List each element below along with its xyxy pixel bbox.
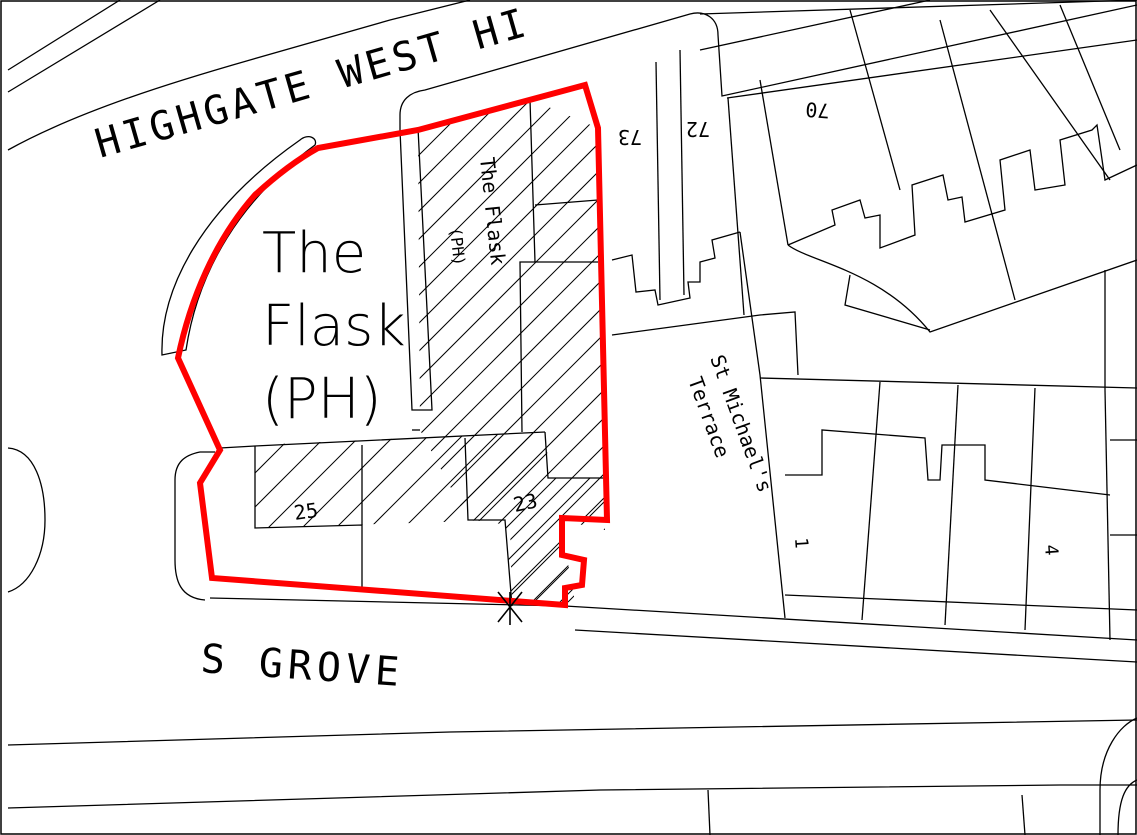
survey-cross-marker bbox=[497, 591, 523, 625]
north-block bbox=[399, 4, 1137, 376]
house-number-23: 23 bbox=[511, 488, 540, 516]
st-michaels-terrace-block bbox=[739, 231, 1137, 641]
house-number-25: 25 bbox=[292, 498, 319, 525]
hatch-line bbox=[418, 100, 513, 604]
site-boundary bbox=[174, 81, 611, 609]
hatch-line bbox=[418, 100, 605, 604]
hatch-line bbox=[418, 100, 605, 604]
hatched-23-25 bbox=[40, 420, 605, 620]
hatch-line bbox=[418, 100, 605, 604]
hatch-line bbox=[418, 100, 605, 604]
hatch-line bbox=[457, 100, 605, 604]
hatch-line bbox=[255, 432, 309, 606]
hatch-line bbox=[485, 100, 605, 604]
house-number-72: 72 bbox=[686, 117, 710, 141]
pub-label-line1: The bbox=[262, 221, 366, 286]
house-number-4: 4 bbox=[1040, 544, 1062, 556]
hatch-line bbox=[255, 432, 343, 606]
hatch-line bbox=[418, 100, 605, 604]
hatch-line bbox=[418, 100, 541, 604]
hatch-line bbox=[418, 100, 605, 604]
hatch-line bbox=[255, 432, 377, 606]
hatch-line bbox=[418, 100, 605, 604]
hatch-line bbox=[255, 432, 411, 606]
hatch-line bbox=[418, 100, 485, 604]
hatch-line bbox=[418, 100, 605, 604]
hatched-building-label-line2: (PH) bbox=[446, 226, 469, 266]
highgate-west-hill-road bbox=[7, 0, 1137, 151]
south-grove-label: S GROVE bbox=[199, 636, 405, 696]
hatch-line bbox=[429, 100, 605, 604]
hatch-line bbox=[379, 432, 581, 606]
house-number-70: 70 bbox=[805, 97, 831, 123]
hatch-line bbox=[513, 100, 605, 604]
hatch-line bbox=[515, 432, 605, 606]
hatch-line bbox=[418, 100, 597, 604]
south-grove-road bbox=[7, 451, 1137, 835]
left-kerb bbox=[7, 136, 317, 593]
hatch-line bbox=[418, 100, 605, 604]
hatch-line bbox=[255, 432, 275, 606]
hatch-line bbox=[418, 100, 605, 604]
hatch-line bbox=[597, 100, 605, 604]
hatched-building-label-line1: The Flask bbox=[475, 156, 510, 266]
house-number-73: 73 bbox=[618, 125, 642, 149]
hatch-line bbox=[569, 100, 605, 604]
pub-label-line2: Flask bbox=[262, 294, 406, 359]
highgate-west-hill-label: HIGHGATE WEST HI bbox=[90, 0, 535, 168]
hatch-line bbox=[40, 420, 240, 620]
house-number-1: 1 bbox=[790, 537, 812, 549]
pub-label-line3: (PH) bbox=[262, 367, 382, 432]
hatch-line bbox=[418, 100, 569, 604]
